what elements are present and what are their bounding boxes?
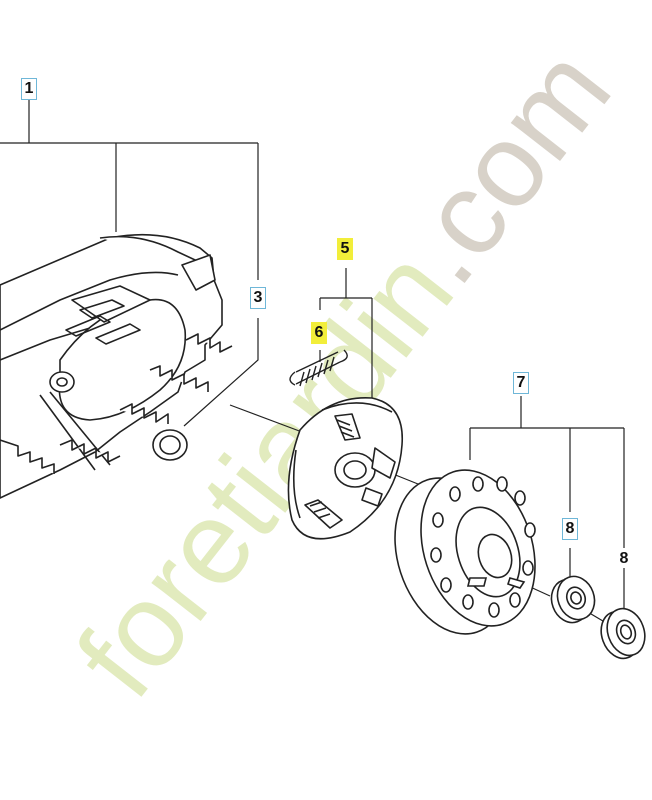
drum-vent-holes [430, 476, 536, 618]
callout-5[interactable]: 5 [337, 238, 353, 260]
spring-part [289, 349, 348, 387]
clutch-drum-part [394, 469, 536, 635]
callout-8-bearing[interactable]: 8 [619, 550, 629, 567]
callout-3[interactable]: 3 [250, 287, 266, 309]
needle-bearing-part [550, 575, 596, 624]
bearing-part [600, 607, 646, 660]
leader-lines [0, 100, 625, 625]
callout-6[interactable]: 6 [311, 322, 327, 344]
clutch-cover-part [0, 233, 233, 499]
washer-part [152, 429, 188, 461]
clutch-assembly-part [287, 396, 404, 540]
callout-7[interactable]: 7 [513, 372, 529, 394]
callout-1[interactable]: 1 [21, 78, 37, 100]
callout-8-needle-bearing[interactable]: 8 [562, 518, 578, 540]
